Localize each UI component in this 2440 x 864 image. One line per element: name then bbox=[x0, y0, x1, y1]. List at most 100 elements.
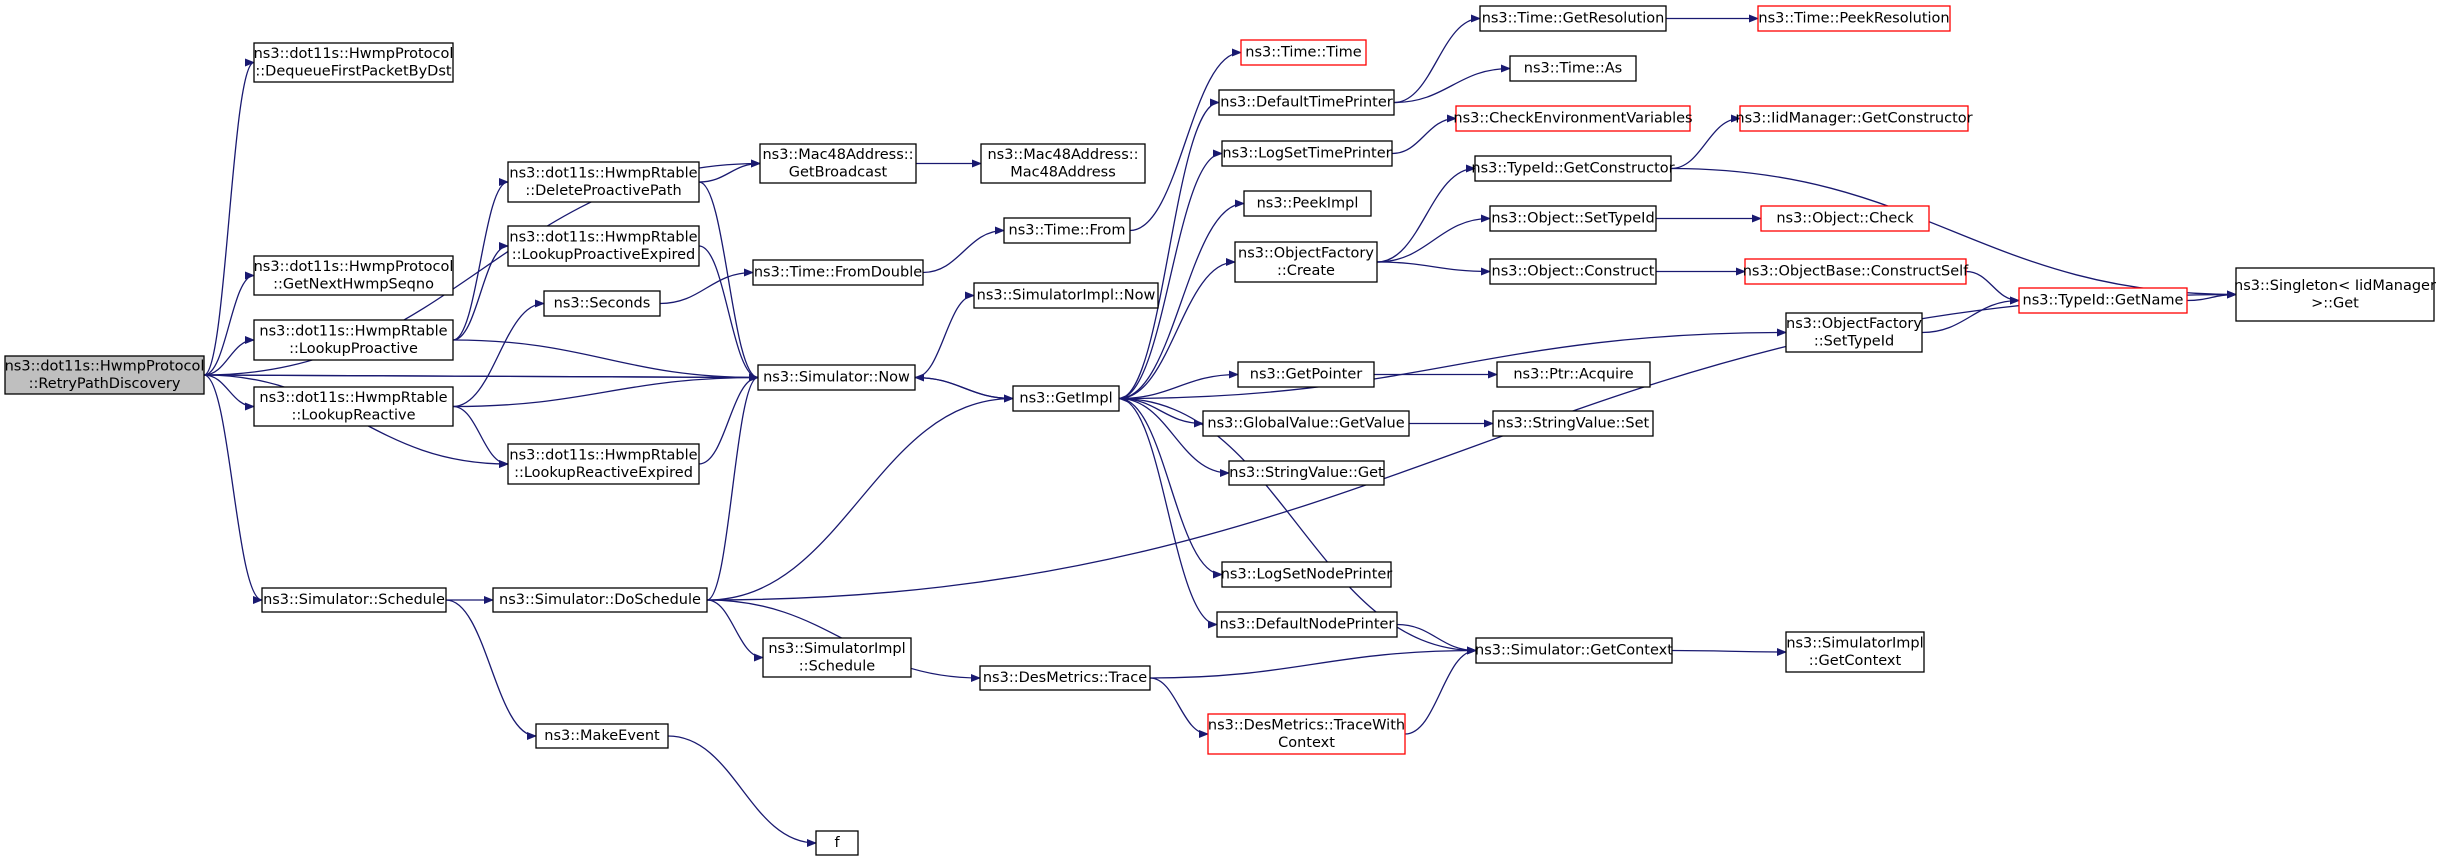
edge-lookupproactiveexp-to-now bbox=[698, 245, 759, 382]
edge-root-to-dequeue bbox=[203, 58, 255, 376]
node-f[interactable]: f bbox=[815, 830, 859, 856]
node-simimplnow[interactable]: ns3::SimulatorImpl::Now bbox=[973, 282, 1159, 309]
node-lookupproactive[interactable]: ns3::dot11s::HwmpRtable::LookupProactive bbox=[253, 319, 454, 361]
node-timeas[interactable]: ns3::Time::As bbox=[1509, 55, 1637, 82]
node-constructself[interactable]: ns3::ObjectBase::ConstructSelf bbox=[1743, 258, 1969, 285]
node-label: ns3::DefaultNodePrinter bbox=[1220, 617, 1395, 633]
node-globalvalueget[interactable]: ns3::GlobalValue::GetValue bbox=[1202, 410, 1410, 437]
edge-desmetricstrace-to-tracewithctx bbox=[1149, 677, 1209, 738]
node-label: ns3::Singleton< IidManager bbox=[2234, 278, 2436, 294]
node-label: ns3::Object::SetTypeId bbox=[1491, 211, 1654, 227]
node-box bbox=[759, 143, 917, 184]
node-box bbox=[1479, 5, 1667, 32]
node-stringvalueset[interactable]: ns3::StringValue::Set bbox=[1492, 410, 1654, 437]
node-label: ns3::GlobalValue::GetValue bbox=[1207, 416, 1404, 432]
node-checkenv[interactable]: ns3::CheckEnvironmentVariables bbox=[1453, 105, 1693, 132]
node-lookupreactiveexp[interactable]: ns3::dot11s::HwmpRtable::LookupReactiveE… bbox=[507, 443, 700, 485]
node-defaultnodeprinter[interactable]: ns3::DefaultNodePrinter bbox=[1216, 611, 1398, 638]
node-box bbox=[253, 386, 454, 427]
edge-now-to-simimplnow bbox=[914, 291, 975, 379]
node-typeidgetname[interactable]: ns3::TypeId::GetName bbox=[2018, 287, 2188, 314]
node-seconds[interactable]: ns3::Seconds bbox=[543, 290, 661, 317]
node-peekresolution[interactable]: ns3::Time::PeekResolution bbox=[1757, 5, 1951, 32]
node-box bbox=[253, 42, 454, 83]
node-objfactorysettypeid[interactable]: ns3::ObjectFactory::SetTypeId bbox=[1785, 312, 1923, 353]
node-defaulttimeprinter[interactable]: ns3::DefaultTimePrinter bbox=[1218, 89, 1395, 116]
node-lookupproactiveexp[interactable]: ns3::dot11s::HwmpRtable::LookupProactive… bbox=[507, 225, 700, 267]
node-peekimpl[interactable]: ns3::PeekImpl bbox=[1243, 190, 1372, 217]
node-timetime[interactable]: ns3::Time::Time bbox=[1240, 39, 1367, 66]
node-label: ns3::Object::Construct bbox=[1492, 264, 1655, 280]
node-desmetricstrace[interactable]: ns3::DesMetrics::Trace bbox=[979, 665, 1151, 691]
edge-seconds-to-timefromdouble bbox=[659, 268, 754, 305]
node-label: ::LookupProactive bbox=[289, 341, 418, 357]
node-objfactorycreate[interactable]: ns3::ObjectFactory::Create bbox=[1234, 241, 1378, 283]
edge-timefrom-to-timetime bbox=[1129, 48, 1242, 232]
node-box bbox=[1216, 611, 1398, 638]
edge-defaultnodeprinter-to-getcontext bbox=[1396, 623, 1477, 655]
node-box bbox=[1221, 561, 1392, 588]
edge-constructself-to-typeidgetname bbox=[1965, 270, 2020, 305]
node-label: ns3::GetPointer bbox=[1250, 367, 1363, 383]
edge-getimpl-to-objfactorycreate bbox=[1118, 258, 1236, 400]
node-getbroadcast[interactable]: ns3::Mac48Address::GetBroadcast bbox=[759, 143, 917, 184]
node-simimplschedule[interactable]: ns3::SimulatorImpl::Schedule bbox=[762, 637, 912, 678]
node-box bbox=[1744, 258, 1967, 285]
node-doschedule[interactable]: ns3::Simulator::DoSchedule bbox=[492, 587, 708, 613]
node-label: ::RetryPathDiscovery bbox=[29, 376, 181, 392]
node-now[interactable]: ns3::Simulator::Now bbox=[757, 364, 916, 391]
edge-schedule-to-makeevent bbox=[445, 599, 537, 740]
edge-lookupproactive-to-deleteproactive bbox=[452, 178, 509, 341]
edge-getimpl-to-getpointer bbox=[1118, 370, 1239, 400]
edge-tracewithctx-to-getcontext bbox=[1404, 646, 1477, 735]
node-box bbox=[762, 637, 912, 678]
node-box bbox=[253, 255, 454, 296]
node-mac48[interactable]: ns3::Mac48Address::Mac48Address bbox=[980, 143, 1146, 184]
node-box bbox=[1489, 205, 1657, 232]
node-label: Mac48Address bbox=[1010, 164, 1116, 180]
node-getcontext[interactable]: ns3::Simulator::GetContext bbox=[1475, 637, 1673, 664]
node-getpointer[interactable]: ns3::GetPointer bbox=[1237, 361, 1375, 388]
node-simimplgetctx[interactable]: ns3::SimulatorImpl::GetContext bbox=[1785, 631, 1925, 673]
node-box bbox=[973, 282, 1159, 309]
node-logsetnodeprinter[interactable]: ns3::LogSetNodePrinter bbox=[1221, 561, 1393, 588]
node-dequeue[interactable]: ns3::dot11s::HwmpProtocol::DequeueFirstP… bbox=[253, 42, 454, 83]
node-timefromdouble[interactable]: ns3::Time::FromDouble bbox=[752, 259, 924, 286]
edge-getcontext-to-simimplgetctx bbox=[1671, 647, 1787, 656]
node-getresolution[interactable]: ns3::Time::GetResolution bbox=[1479, 5, 1667, 32]
edge-root-to-getnexthwmp bbox=[203, 271, 255, 376]
node-getnexthwmp[interactable]: ns3::dot11s::HwmpProtocol::GetNextHwmpSe… bbox=[253, 255, 454, 296]
node-typeidgetctor[interactable]: ns3::TypeId::GetConstructor bbox=[1471, 155, 1675, 182]
node-label: ns3::TypeId::GetConstructor bbox=[1471, 161, 1674, 177]
node-label: ns3::Time::PeekResolution bbox=[1758, 11, 1949, 27]
node-objsettypeid[interactable]: ns3::Object::SetTypeId bbox=[1489, 205, 1657, 232]
node-getimpl[interactable]: ns3::GetImpl bbox=[1012, 385, 1120, 412]
node-deleteproactive[interactable]: ns3::dot11s::HwmpRtable::DeleteProactive… bbox=[507, 161, 700, 203]
node-label: ::Schedule bbox=[799, 658, 875, 674]
edge-doschedule-to-getimpl bbox=[706, 394, 1014, 601]
node-label: ns3::Mac48Address:: bbox=[762, 147, 913, 163]
edge-root-to-lookupreactive bbox=[203, 374, 255, 411]
node-root[interactable]: ns3::dot11s::HwmpProtocol::RetryPathDisc… bbox=[4, 355, 205, 395]
node-objectcheck[interactable]: ns3::Object::Check bbox=[1760, 205, 1930, 232]
node-makeevent[interactable]: ns3::MakeEvent bbox=[535, 723, 669, 749]
node-label: ::GetContext bbox=[1809, 653, 1902, 669]
node-ptracquire[interactable]: ns3::Ptr::Acquire bbox=[1496, 361, 1651, 388]
node-label: ns3::PeekImpl bbox=[1257, 196, 1359, 212]
node-lookupreactive[interactable]: ns3::dot11s::HwmpRtable::LookupReactive bbox=[253, 386, 454, 427]
edge-getcontext-to-getimpl bbox=[1118, 394, 1477, 652]
node-schedule[interactable]: ns3::Simulator::Schedule bbox=[261, 587, 447, 613]
node-iidmgrgetctor[interactable]: ns3::IidManager::GetConstructor bbox=[1735, 105, 1973, 132]
node-label: Context bbox=[1278, 735, 1335, 751]
edge-getimpl-to-now bbox=[914, 373, 1014, 400]
node-timefrom[interactable]: ns3::Time::From bbox=[1003, 217, 1131, 244]
node-box bbox=[752, 259, 924, 286]
node-objconstruct[interactable]: ns3::Object::Construct bbox=[1489, 258, 1657, 285]
edge-objfactorycreate-to-objconstruct bbox=[1376, 261, 1491, 276]
node-logsettimeprinter[interactable]: ns3::LogSetTimePrinter bbox=[1221, 140, 1393, 167]
node-box bbox=[1785, 312, 1923, 353]
node-label: ::LookupReactiveExpired bbox=[514, 465, 693, 481]
node-singletonget[interactable]: ns3::Singleton< IidManager>::Get bbox=[2234, 267, 2436, 322]
node-stringvalueget[interactable]: ns3::StringValue::Get bbox=[1228, 460, 1385, 486]
